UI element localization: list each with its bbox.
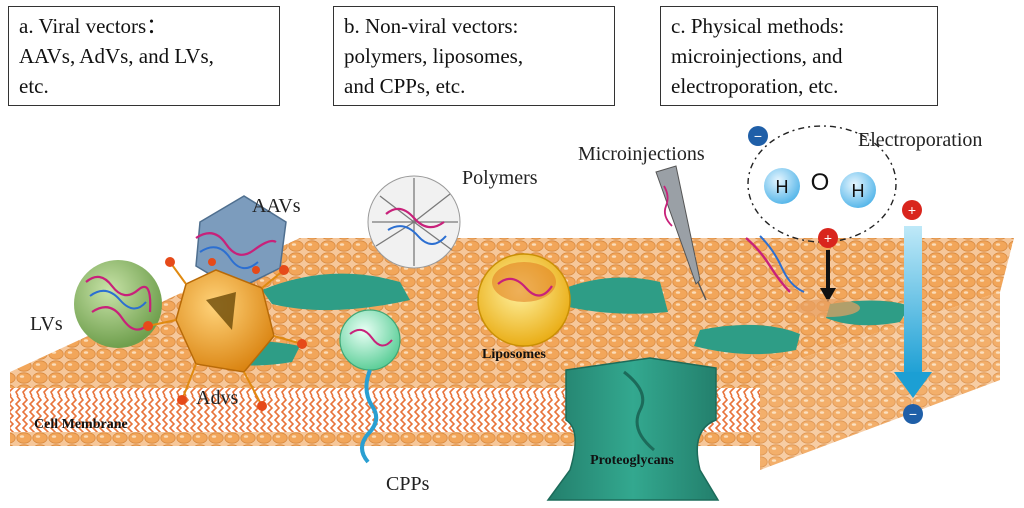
negative-electrode-sign: − — [909, 406, 917, 422]
membrane-lower-leaflet — [10, 432, 760, 446]
viral-vectors-title: a. Viral vectors： — [19, 14, 168, 38]
pore-arrow-head — [820, 288, 836, 302]
cpps-label: CPPs — [386, 473, 430, 495]
hydrogen-left — [764, 168, 800, 204]
field-arrow-shaft — [904, 226, 922, 376]
aavs-label: AAVs — [252, 195, 301, 217]
channel-3 — [694, 324, 800, 355]
channel-1 — [262, 273, 410, 311]
negative-charge-top — [748, 126, 768, 146]
polymers-label: Polymers — [462, 167, 538, 189]
polymer-dna — [385, 207, 445, 229]
physical-methods-line-2: microinjections, and — [671, 44, 843, 68]
proteoglycans-label: Proteoglycans — [590, 453, 674, 468]
cpp-dna — [349, 328, 393, 347]
electroporation-label: Electroporation — [858, 129, 982, 151]
electroporation-dna — [745, 237, 791, 293]
lv-dna — [85, 275, 152, 331]
lentivirus: LVs — [30, 260, 162, 348]
electroporation-dna-strand — [759, 235, 805, 293]
non-viral-vectors-box: b. Non-viral vectors: polymers, liposome… — [333, 6, 615, 106]
needle-tip — [697, 281, 707, 301]
non-viral-vectors-title: b. Non-viral vectors: — [344, 14, 519, 38]
physical-methods-box: c. Physical methods: microinjections, an… — [660, 6, 938, 106]
polymer-dna-strand — [387, 225, 447, 245]
microinjections-label: Microinjections — [578, 143, 705, 165]
liposome-core — [492, 262, 556, 302]
aav-dna — [195, 232, 277, 256]
positive-charge-center — [818, 228, 838, 248]
viral-vectors-line-2: AAVs, AdVs, and LVs, — [19, 44, 214, 68]
advs-label: Advs — [196, 387, 238, 409]
positive-charge-center-sign: + — [824, 230, 832, 246]
positive-electrode — [902, 200, 922, 220]
proteoglycan: Proteoglycans — [546, 357, 720, 501]
negative-electrode — [903, 404, 923, 424]
negative-charge-top-sign: − — [754, 128, 762, 144]
non-viral-vectors-line-3: and CPPs, etc. — [344, 74, 466, 98]
liposome-dna — [497, 277, 553, 297]
liposome: Liposomes — [477, 253, 571, 362]
membrane-pore — [796, 299, 860, 317]
physical-methods-line-3: electroporation, etc. — [671, 74, 839, 98]
needle-dna — [663, 185, 673, 227]
field-arrow-head — [894, 372, 932, 398]
h-left-label: H — [776, 177, 789, 197]
cpp-particle: CPPs — [339, 309, 430, 495]
lv-dna-strand — [89, 289, 147, 310]
polymer-nanoparticle: Polymers — [367, 167, 538, 269]
positive-electrode-sign: + — [908, 202, 916, 218]
proteoglycan-channel — [623, 370, 655, 452]
o-label: O — [811, 169, 830, 196]
electroporation: H O H − + Electroporation + − — [745, 125, 982, 424]
adv-fiber-knobs — [143, 257, 307, 411]
viral-vectors-box: a. Viral vectors： AAVs, AdVs, and LVs, e… — [8, 6, 280, 106]
adv-core — [206, 292, 236, 330]
microinjection: Microinjections — [578, 143, 707, 301]
hydrogen-right — [840, 172, 876, 208]
membrane-side-surface — [760, 292, 1000, 470]
aav-particle: AAVs — [195, 195, 301, 291]
physical-methods-title: c. Physical methods: — [671, 14, 845, 38]
liposomes-label: Liposomes — [482, 347, 546, 362]
channel-2 — [556, 277, 668, 314]
lv-particle — [74, 260, 162, 348]
viral-vectors-line-3: etc. — [19, 74, 49, 98]
adenovirus: Advs — [143, 257, 307, 411]
lvs-label: LVs — [30, 313, 63, 335]
h-right-label: H — [852, 181, 865, 201]
non-viral-vectors-line-2: polymers, liposomes, — [344, 44, 524, 68]
cpp-tail — [360, 369, 379, 464]
aav-dna-strand — [199, 246, 259, 269]
field-ring — [747, 125, 897, 243]
proteoglycan-body — [546, 357, 720, 501]
cell-membrane-label: Cell Membrane — [34, 417, 128, 432]
